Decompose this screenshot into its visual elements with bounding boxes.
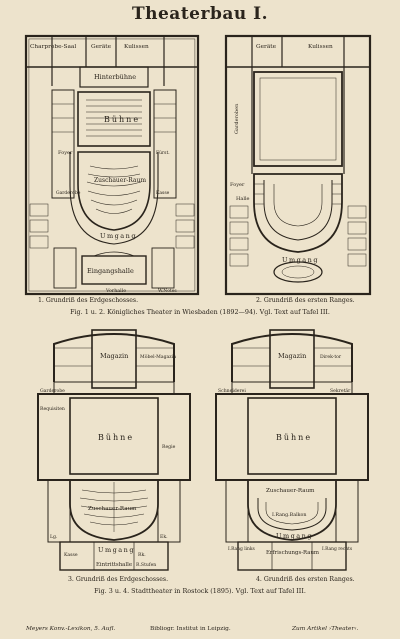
label-kasse: Kasse [64, 552, 78, 558]
label-hinterbuehne: Hinterbühne [94, 73, 136, 81]
label-rstufen: R.Stufen [136, 562, 156, 568]
label-direktor: Direk-tor [320, 354, 342, 360]
page-title: Theaterbau I. [131, 4, 269, 24]
label-magazin: Magazin [100, 352, 128, 360]
caption-plan-2: 2. Grundriß des ersten Ranges. [256, 297, 355, 304]
label-buehne: Bühne [104, 115, 140, 124]
label-umgang: Umgang [282, 256, 319, 264]
label-garderobe: Garderobe [40, 388, 65, 394]
label-requisiten: Requisiten [40, 406, 65, 412]
caption-plan-4: 4. Grundriß des ersten Ranges. [256, 576, 355, 583]
label-garderoben: Garderoben [234, 103, 240, 134]
label-garderobe: Garderobe [56, 190, 81, 196]
caption-plan-1: 1. Grundriß des Erdgeschosses. [38, 297, 139, 304]
label-zuschauer: Zuschauer-Raum [88, 506, 137, 512]
label-geraete: Geräte [256, 44, 277, 50]
label-fuerst: Fürst. [156, 150, 170, 156]
plan-wiesbaden-ground-floor: Charprobe-Saal Geräte Kulissen Hinterbüh… [24, 34, 200, 296]
label-eingangshalle: Eingangshalle [87, 267, 134, 275]
label-buehne: Bühne [98, 433, 134, 442]
label-vorhalle: Vorhalle [105, 288, 126, 294]
caption-plan-3: 3. Grundriß des Erdgeschosses. [68, 576, 169, 583]
footer-article-ref: Zum Artikel ›Theater‹. [292, 626, 359, 632]
label-eintritt: Eintrittshalle [96, 562, 132, 568]
label-ek: Ek. [160, 534, 168, 540]
label-schneiderei: Schneiderei [218, 388, 246, 394]
label-regie: Regie [162, 444, 176, 450]
label-kulissen: Kulissen [124, 44, 149, 50]
label-sekretaer: Sekretär [330, 388, 351, 394]
label-kulissen: Kulissen [308, 44, 333, 50]
label-umgang: Umgang [98, 546, 135, 554]
label-rang-balkon: I.Rang.Balkon [272, 512, 307, 518]
plan-rostock-ground-floor: Magazin Möbel-Magazin Requisiten Gardero… [34, 322, 194, 572]
label-umgang: Umgang [276, 532, 313, 540]
plan-wiesbaden-first-tier: Geräte Kulissen Garderoben Foyer Halle U… [224, 34, 372, 296]
label-lg: Lg. [50, 534, 58, 540]
footer-source: Meyers Konv.-Lexikon, 5. Aufl. [26, 626, 116, 632]
figure-caption-rostock: Fig. 3 u. 4. Stadttheater in Rostock (18… [94, 587, 306, 595]
label-w-notes: W.Notes [158, 288, 177, 294]
label-foyer: Foyer [58, 150, 73, 156]
label-magazin: Magazin [278, 352, 306, 360]
footer-publisher: Bibliogr. Institut in Leipzig. [150, 626, 231, 632]
label-zuschauer: Zuschauer-Raum [94, 177, 146, 184]
label-erfrischung: Erfrischungs-Raum [266, 550, 319, 556]
label-geraete: Geräte [91, 44, 112, 50]
label-halle: Halle [236, 196, 250, 202]
label-zuschauer: Zuschauer-Raum [266, 488, 315, 494]
label-buehne: Bühne [276, 433, 312, 442]
label-probe-saal: Charprobe-Saal [30, 44, 76, 50]
label-rk: Rk. [138, 552, 146, 558]
label-moebel: Möbel-Magazin [140, 354, 176, 360]
label-kasse: Kasse [156, 190, 170, 196]
plan-rostock-first-tier: Magazin Direk-tor Schneiderei Sekretär B… [212, 322, 372, 572]
label-rang-links: I.Rang links [228, 547, 255, 552]
figure-caption-wiesbaden: Fig. 1 u. 2. Königliches Theater in Wies… [70, 308, 330, 316]
label-umgang: Umgang [100, 232, 137, 240]
label-foyer: Foyer [230, 182, 245, 188]
label-rang-rechts: I.Rang rechts [322, 547, 353, 552]
